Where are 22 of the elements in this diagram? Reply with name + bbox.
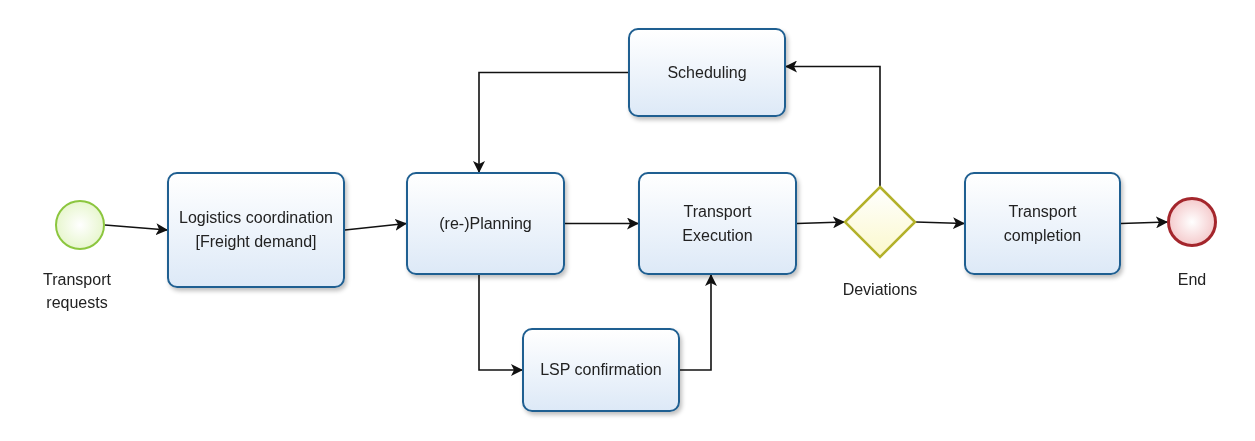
event-label: Transport requests xyxy=(42,270,112,313)
gateway-diamond xyxy=(844,186,916,258)
start-event-circle xyxy=(55,200,105,250)
task-box: Scheduling xyxy=(628,28,786,117)
event-label: Deviations xyxy=(841,280,919,300)
arrow xyxy=(1120,216,1168,229)
task-box: (re-)Planning xyxy=(406,172,565,275)
arrow xyxy=(104,223,168,236)
arrow xyxy=(679,274,717,371)
event-label: End xyxy=(1176,270,1208,290)
arrow xyxy=(564,217,639,230)
task-box: Transport Execution xyxy=(638,172,797,275)
arrow xyxy=(344,218,407,231)
task-box: Transport completion xyxy=(964,172,1121,275)
arrow xyxy=(785,60,881,187)
task-box: Logistics coordination [Freight demand] xyxy=(167,172,345,288)
task-box: LSP confirmation xyxy=(522,328,680,412)
end-event-circle xyxy=(1167,197,1217,247)
arrow xyxy=(473,71,629,173)
arrow xyxy=(915,217,965,230)
arrow xyxy=(796,216,845,229)
arrow xyxy=(478,274,523,376)
